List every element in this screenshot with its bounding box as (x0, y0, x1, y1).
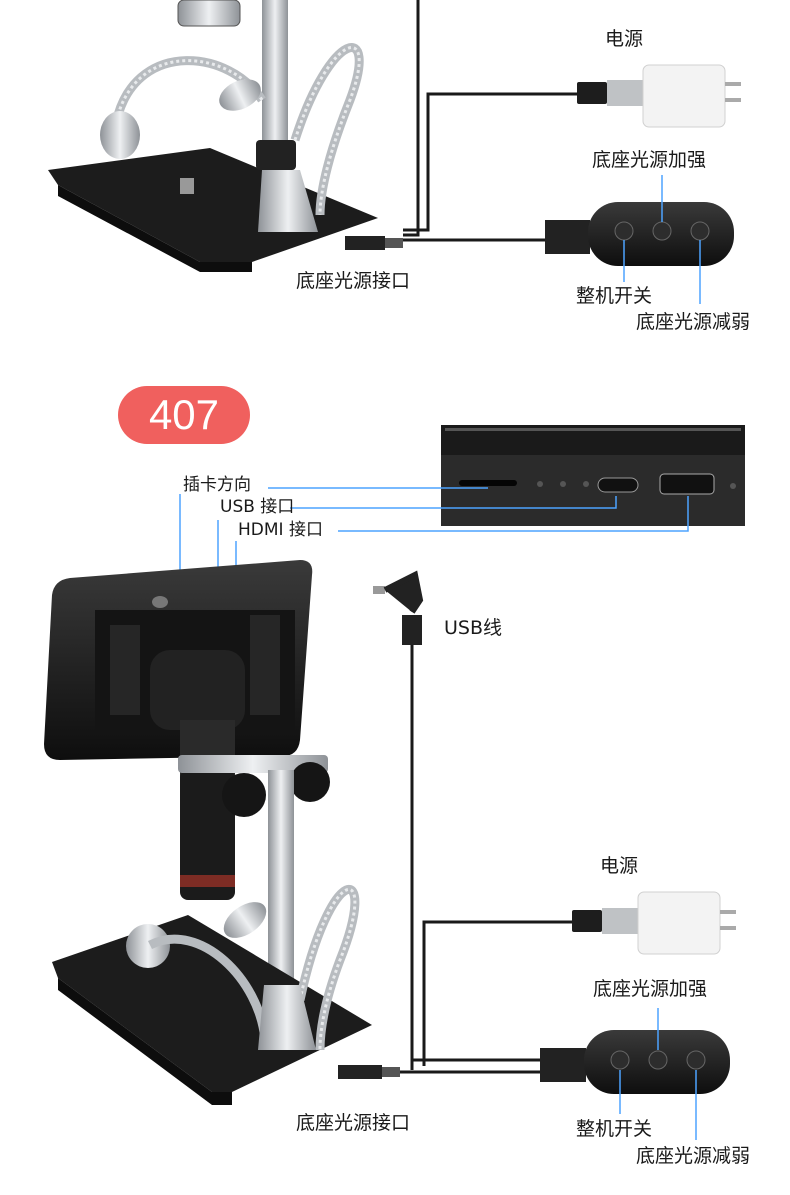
bottom-callouts (619, 1008, 697, 1140)
top-base-light-boost-label: 底座光源加强 (592, 149, 707, 171)
bottom-wires (400, 920, 575, 1074)
top-wires (403, 0, 580, 242)
hdmi-port-label: HDMI 接口 (238, 520, 323, 540)
top-callouts (623, 175, 701, 304)
card-direction-label: 插卡方向 (183, 475, 251, 495)
bottom-base-light-port-label: 底座光源接口 (296, 1112, 411, 1134)
usb-cable-label: USB线 (444, 617, 503, 639)
bottom-main-switch-label: 整机开关 (576, 1118, 653, 1140)
bottom-base-light-boost-label: 底座光源加强 (593, 978, 708, 1000)
top-controller (545, 202, 734, 266)
model-badge: 407 (118, 386, 250, 444)
top-power-label: 电源 (605, 28, 644, 50)
top-microscope (48, 0, 403, 272)
top-base-light-dim-label: 底座光源减弱 (636, 311, 751, 333)
bottom-base-light-dim-label: 底座光源减弱 (636, 1145, 751, 1167)
bottom-controller (540, 1030, 730, 1094)
port-strip-photo (441, 425, 745, 526)
bottom-microscope (44, 560, 400, 1105)
usb-cable (373, 570, 424, 1070)
top-base-light-port-label: 底座光源接口 (296, 270, 411, 292)
usb-port-label: USB 接口 (220, 497, 295, 517)
top-power-adapter (577, 64, 741, 128)
bottom-power-adapter (572, 891, 736, 955)
top-main-switch-label: 整机开关 (576, 285, 653, 307)
bottom-power-label: 电源 (600, 855, 639, 877)
